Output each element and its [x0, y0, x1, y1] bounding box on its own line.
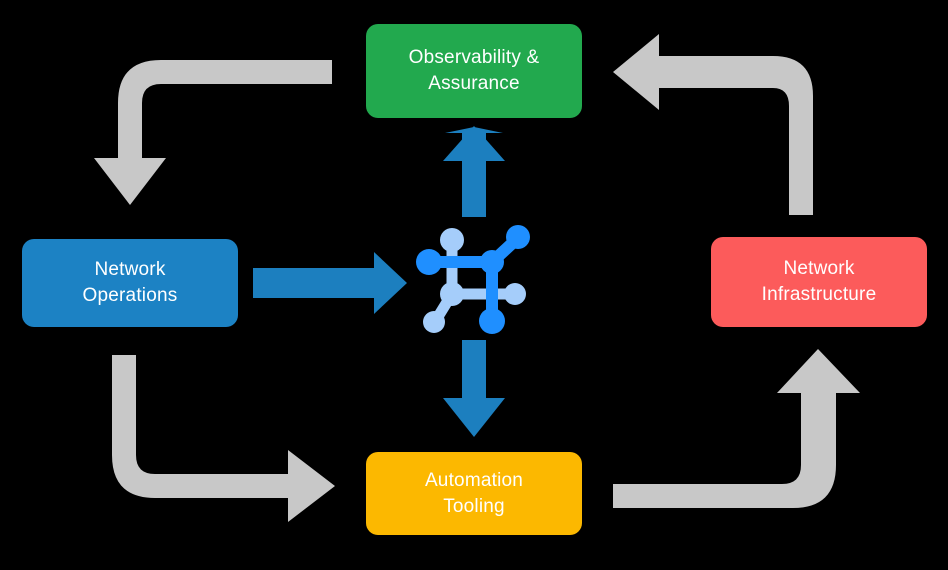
topology-nodes-secondary	[423, 228, 526, 333]
node-observability-assurance[interactable]: Observability & Assurance	[366, 24, 582, 118]
node-network-operations[interactable]: Network Operations	[22, 239, 238, 327]
node-observability-label: Observability & Assurance	[408, 47, 540, 94]
arrow-infrastructure-to-observability	[613, 34, 813, 215]
node-automation-label: Automation Tooling	[424, 469, 524, 517]
arrow-center-to-observability-shaft	[462, 155, 486, 217]
arrow-automation-to-infrastructure	[613, 349, 860, 508]
topology-nodes-primary	[416, 225, 530, 334]
arrow-center-to-automation-head	[443, 398, 505, 437]
node-automation-tooling[interactable]: Automation Tooling	[366, 452, 582, 535]
network-topology-icon	[416, 225, 530, 334]
arrow-operations-to-center	[253, 252, 407, 314]
arrow-operations-to-automation	[112, 355, 335, 522]
node-infrastructure-label: Network Infrastructure	[761, 258, 877, 305]
arrow-observability-to-operations	[94, 60, 332, 205]
arrow-center-to-observability-head	[443, 126, 505, 161]
node-operations-label: Network Operations	[82, 259, 178, 306]
node-network-infrastructure[interactable]: Network Infrastructure	[711, 237, 927, 327]
arrow-center-to-automation-shaft	[462, 340, 486, 402]
